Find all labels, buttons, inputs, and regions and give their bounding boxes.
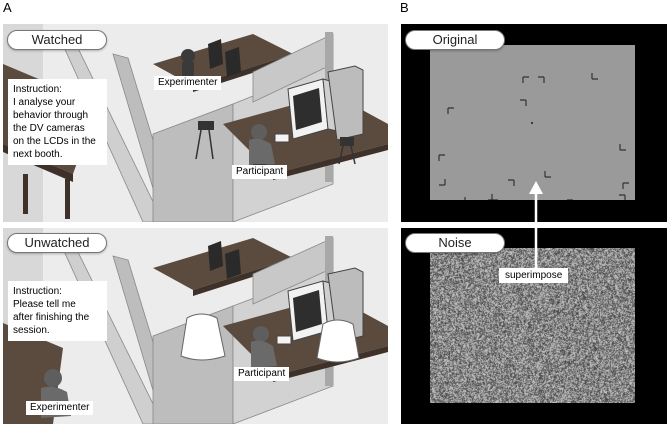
instruction-line: after finishing the — [13, 312, 90, 323]
watched-participant-label: Participant — [232, 165, 288, 179]
instruction-line: behavior through — [13, 110, 89, 121]
l-shape-mark — [619, 144, 626, 151]
instruction-line: next booth. — [13, 149, 63, 160]
instruction-line: Instruction: — [13, 84, 62, 95]
original-stimulus-image — [430, 45, 635, 206]
watched-scene: Watched Experimenter Participant Instruc… — [3, 24, 388, 222]
l-shape-mark — [622, 182, 629, 189]
instruction-line: the DV cameras — [13, 123, 85, 134]
l-shape-mark — [591, 73, 598, 80]
l-shape-mark — [439, 179, 446, 186]
watched-instruction: Instruction: I analyse your behavior thr… — [8, 79, 107, 165]
fixation-dot — [530, 121, 534, 125]
l-shape-mark — [447, 107, 454, 114]
instruction-line: session. — [13, 325, 50, 336]
unwatched-experimenter-label: Experimenter — [26, 401, 94, 415]
l-shape-mark — [544, 171, 551, 178]
unwatched-participant-label: Participant — [234, 367, 290, 381]
watched-experimenter-label: Experimenter — [154, 76, 222, 90]
instruction-line: I analyse your — [13, 97, 76, 108]
l-shape-mark — [459, 197, 466, 204]
unwatched-title: Unwatched — [7, 233, 107, 253]
unwatched-scene: Unwatched Participant Experimenter Instr… — [3, 228, 388, 424]
original-panel: Original — [401, 24, 667, 222]
watched-title: Watched — [7, 30, 107, 50]
instruction-line: Instruction: — [13, 286, 62, 297]
l-shape-mark — [438, 154, 445, 161]
l-shape-mark — [508, 179, 515, 186]
l-shape-mark — [538, 76, 545, 83]
l-shape-mark — [619, 194, 626, 201]
superimpose-arrow — [529, 181, 543, 268]
instruction-line: on the LCDs in the — [13, 136, 96, 147]
original-title: Original — [405, 30, 505, 50]
l-shape-stimuli — [438, 73, 629, 206]
unwatched-instruction: Instruction: Please tell me after finish… — [8, 281, 107, 341]
l-shape-mark — [491, 194, 498, 201]
noise-title: Noise — [405, 233, 505, 253]
panel-b-letter: B — [400, 0, 409, 15]
l-shape-mark — [522, 76, 529, 83]
panel-a-letter: A — [3, 0, 12, 15]
superimpose-label: superimpose — [499, 268, 569, 283]
instruction-line: Please tell me — [13, 299, 76, 310]
l-shape-mark — [520, 99, 527, 106]
